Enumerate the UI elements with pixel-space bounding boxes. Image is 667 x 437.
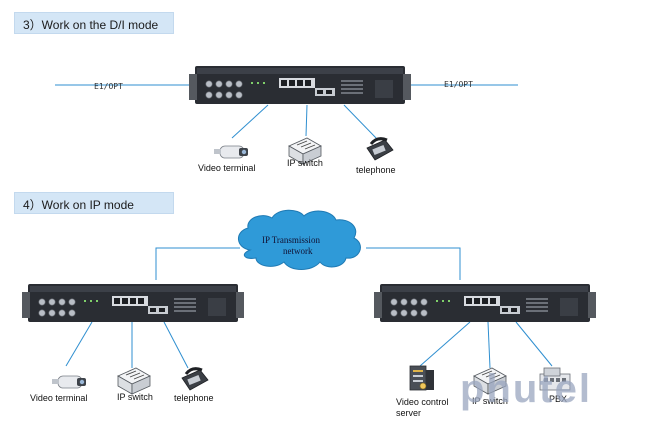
- di-left-link-label: E1/OPT: [94, 82, 123, 91]
- video-server-label-line1: Video control: [396, 397, 448, 407]
- cloud-label-line2: network: [283, 246, 313, 256]
- section-title-ip-mode: 4）Work on IP mode: [14, 192, 174, 214]
- ip-left-switch-label: IP switch: [117, 392, 153, 402]
- watermark-logo: phutel: [460, 367, 592, 411]
- telephone-icon: [180, 367, 210, 392]
- di-telephone-label: telephone: [356, 165, 396, 175]
- video-camera-icon: [213, 145, 249, 159]
- telephone-icon: [365, 137, 395, 162]
- di-video-terminal-label: Video terminal: [198, 163, 255, 173]
- ip-switch-icon: [117, 367, 151, 395]
- ip-right-multiplexer-device: [373, 283, 597, 323]
- video-camera-icon: [51, 375, 87, 389]
- di-multiplexer-device: [188, 65, 412, 105]
- di-right-link-label: E1/OPT: [444, 80, 473, 89]
- ip-telephone-label: telephone: [174, 393, 214, 403]
- ip-video-terminal-label: Video terminal: [30, 393, 87, 403]
- ip-network-cloud: IP Transmission network: [238, 209, 361, 270]
- ip-left-multiplexer-device: [21, 283, 245, 323]
- ip-link-lines: [65, 247, 553, 369]
- pbx-label: PBX: [549, 394, 567, 404]
- di-ip-switch-label: IP switch: [287, 158, 323, 168]
- di-link-lines: [55, 84, 518, 141]
- cloud-label-line1: IP Transmission: [262, 235, 320, 245]
- video-server-label-line2: server: [396, 408, 421, 418]
- video-server-icon: [409, 365, 435, 391]
- ip-right-switch-label: IP switch: [472, 396, 508, 406]
- section-title-di-mode: 3）Work on the D/I mode: [14, 12, 174, 34]
